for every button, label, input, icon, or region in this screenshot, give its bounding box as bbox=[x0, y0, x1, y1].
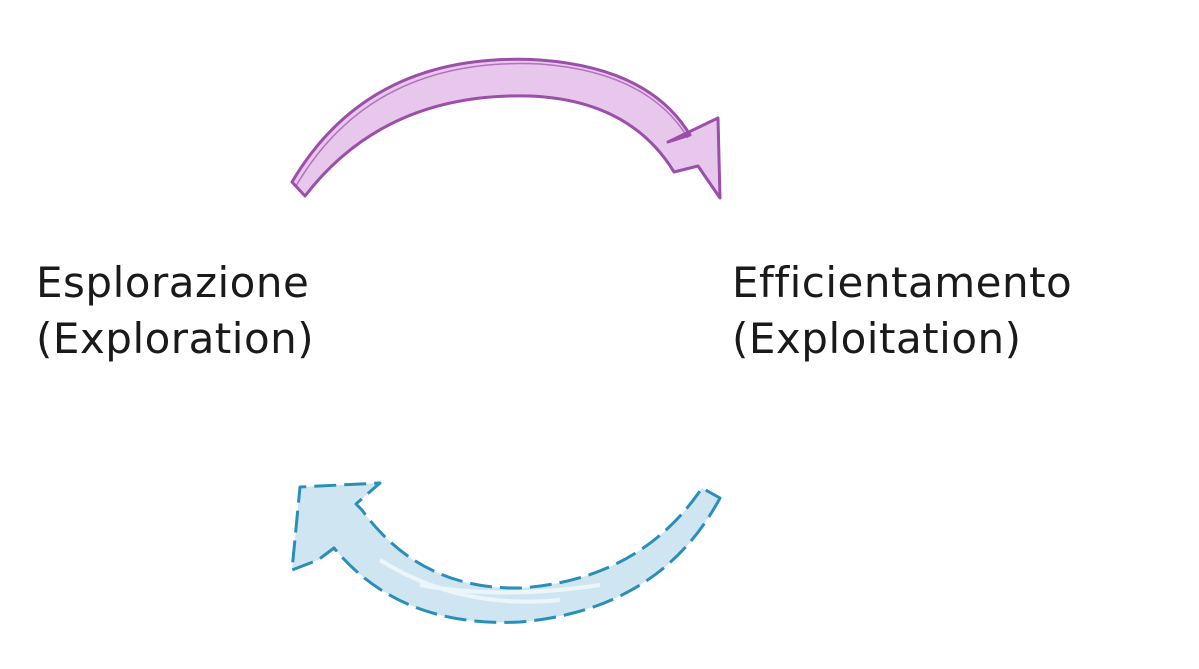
bottom-arrow-texture bbox=[378, 558, 601, 604]
node-esplorazione-title: Esplorazione bbox=[36, 258, 310, 307]
top-arrow bbox=[290, 57, 722, 200]
node-efficientamento-subtitle: (Exploitation) bbox=[732, 314, 1022, 363]
node-esplorazione: Esplorazione (Exploration) bbox=[36, 255, 314, 367]
bottom-arrow bbox=[290, 481, 722, 624]
node-efficientamento: Efficientamento (Exploitation) bbox=[732, 255, 1072, 367]
top-arrow-sketch-line bbox=[295, 62, 689, 187]
node-esplorazione-subtitle: (Exploration) bbox=[36, 314, 315, 363]
node-efficientamento-title: Efficientamento bbox=[732, 258, 1073, 307]
top-arrow-body bbox=[290, 57, 722, 200]
bottom-arrow-body bbox=[290, 481, 722, 624]
